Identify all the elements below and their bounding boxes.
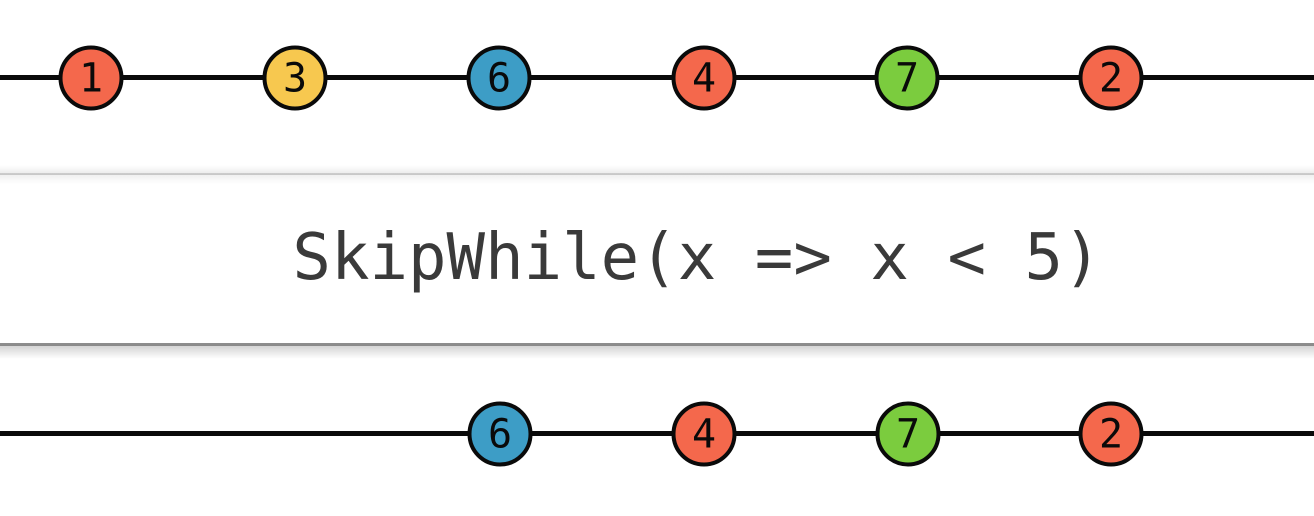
input-marble-7[interactable]: 7	[874, 45, 940, 111]
separator-top	[0, 165, 1314, 184]
output-marble-6: 6	[467, 401, 533, 467]
operator-label: SkipWhile(x => x < 5)	[292, 221, 1102, 295]
input-timeline-line	[0, 75, 1314, 80]
input-marble-3[interactable]: 3	[262, 45, 328, 111]
input-marble-4[interactable]: 4	[671, 45, 737, 111]
separator-bottom	[0, 343, 1314, 360]
operator-box	[0, 172, 1314, 344]
input-marble-1[interactable]: 1	[58, 45, 124, 111]
output-timeline-line	[0, 431, 1314, 436]
output-marble-4: 4	[671, 401, 737, 467]
output-marble-2: 2	[1078, 401, 1144, 467]
output-marble-7: 7	[875, 401, 941, 467]
input-marble-2[interactable]: 2	[1078, 45, 1144, 111]
input-marble-6[interactable]: 6	[466, 45, 532, 111]
